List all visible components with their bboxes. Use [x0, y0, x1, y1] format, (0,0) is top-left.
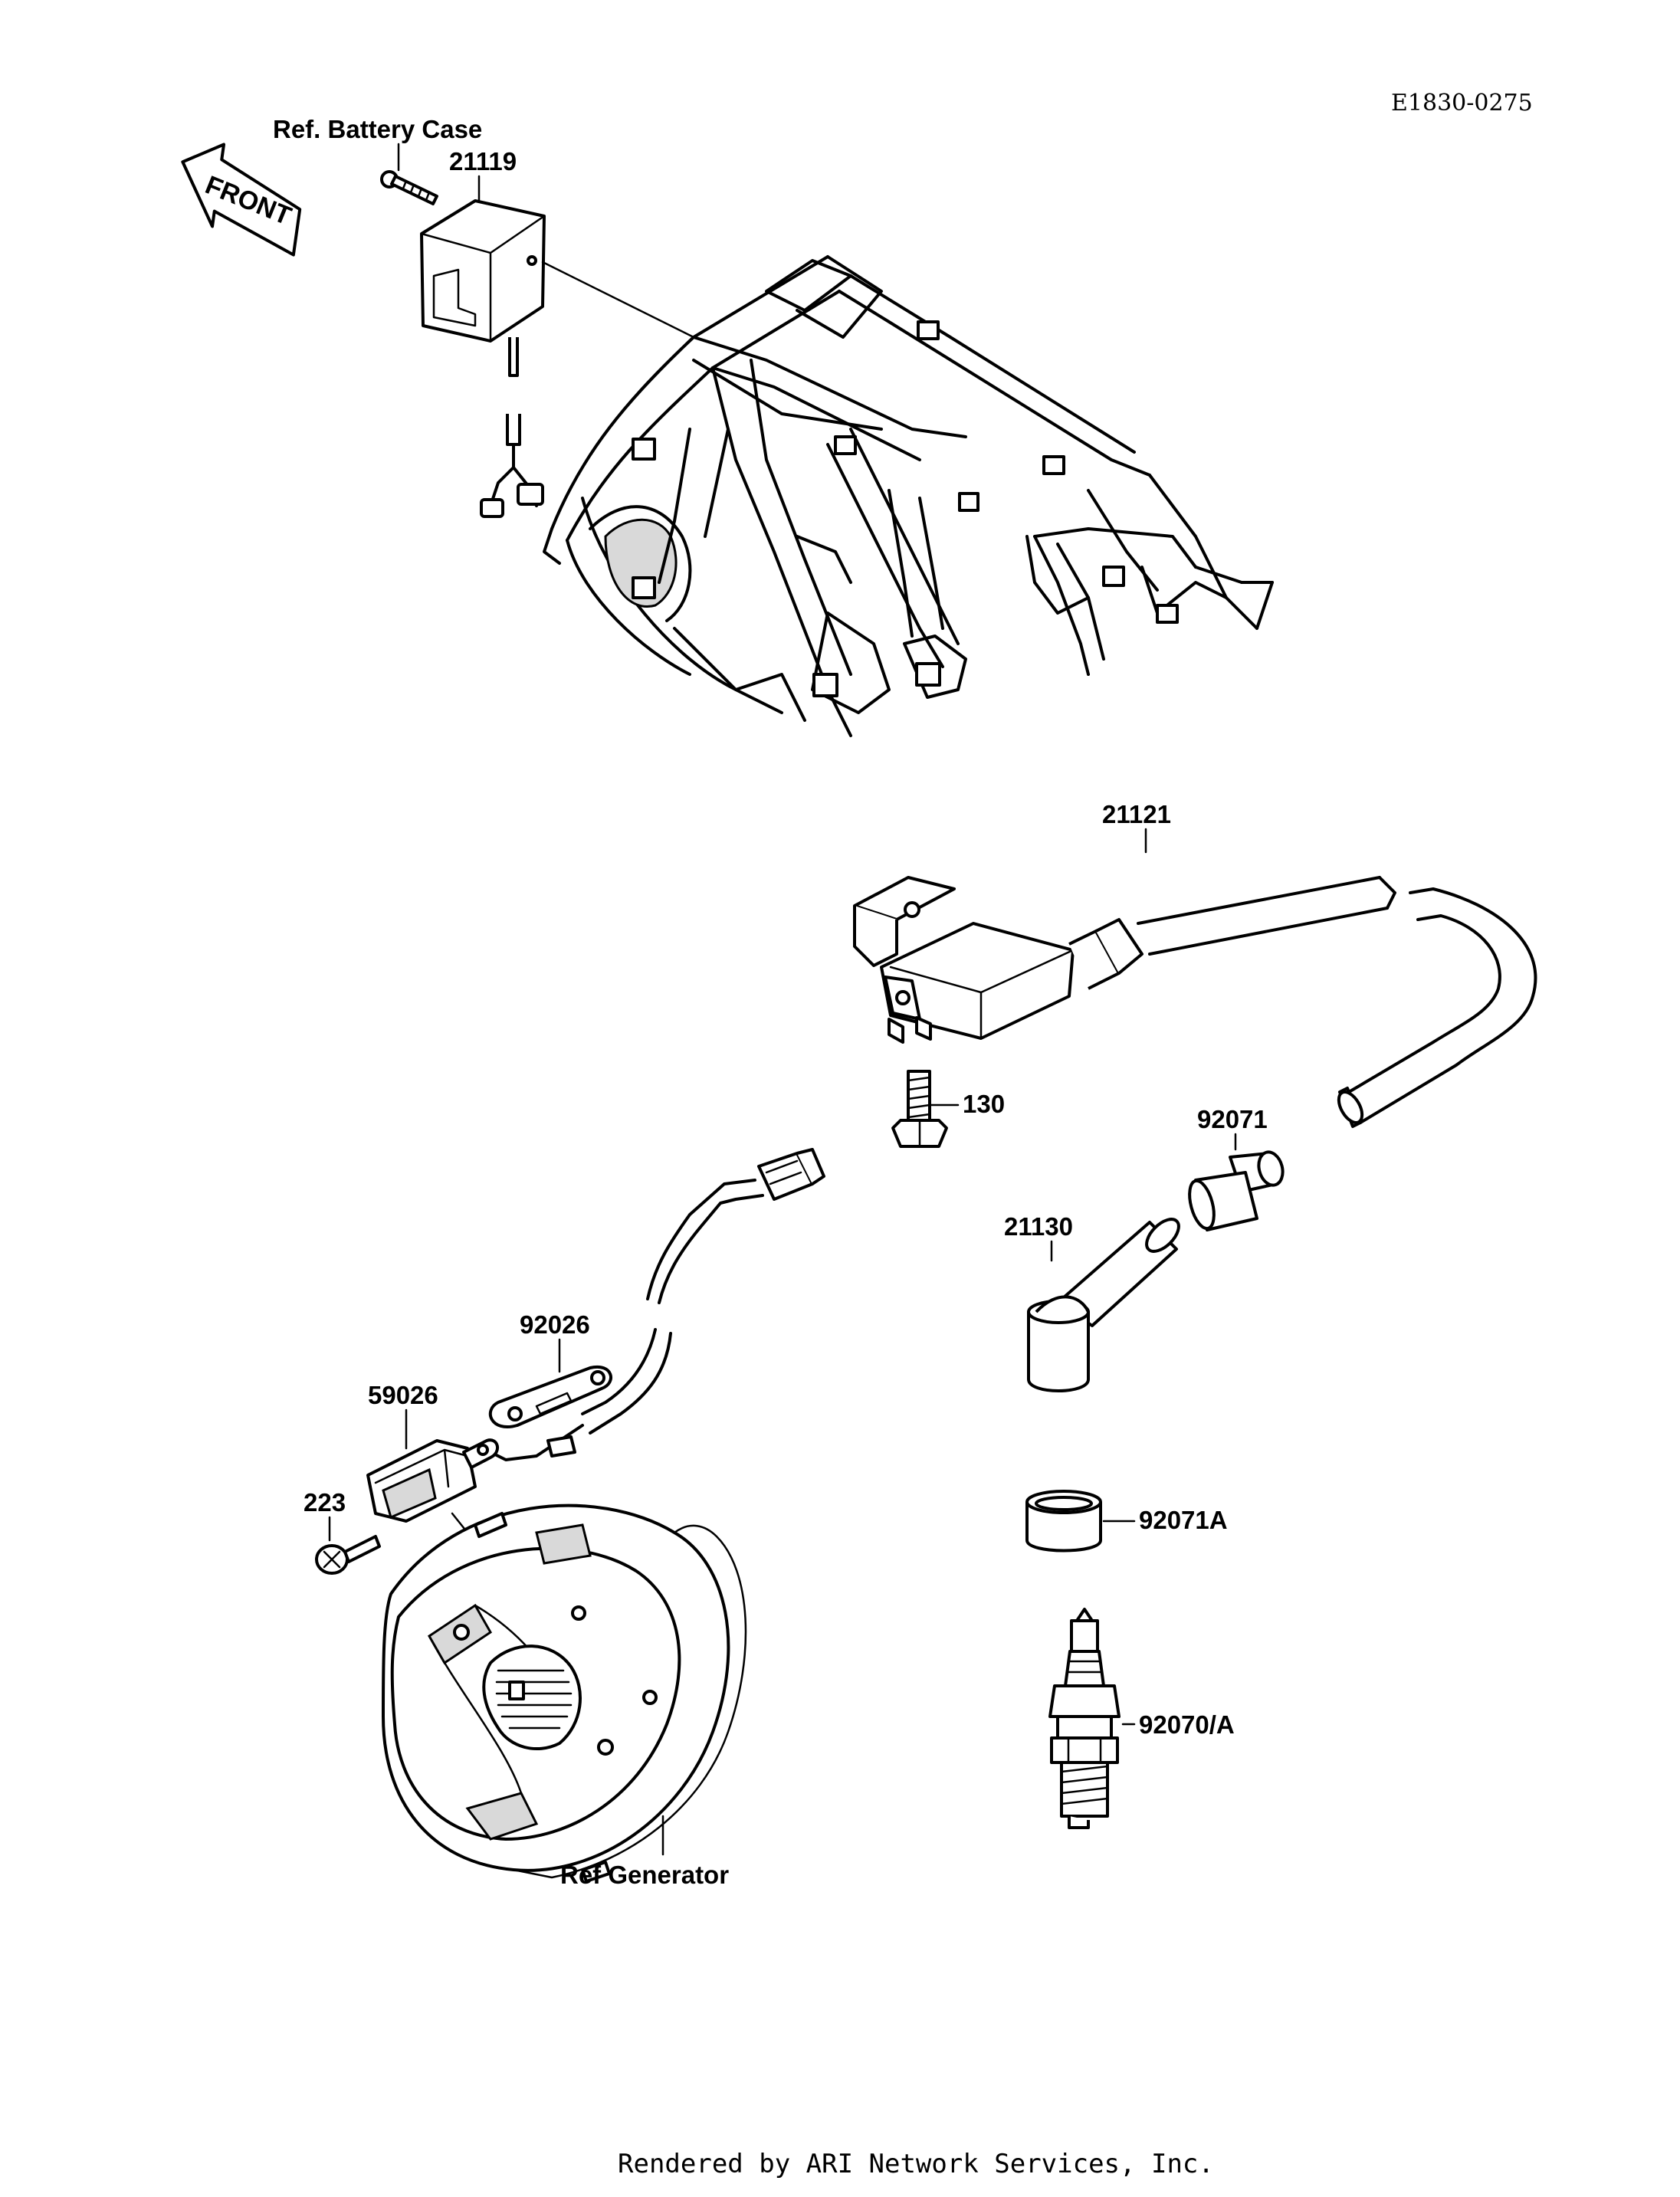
label-92070a: 92070/A: [1139, 1710, 1235, 1739]
frame-bracket-6: [812, 673, 838, 697]
label-223: 223: [304, 1488, 346, 1517]
generator-rotor: [382, 1503, 747, 1883]
frame-bracket-5: [834, 435, 857, 455]
ring-92071a: [1025, 1490, 1102, 1553]
label-92071a: 92071A: [1139, 1506, 1228, 1534]
screw-223: [315, 1535, 381, 1575]
label-59026: 59026: [368, 1381, 438, 1409]
igniter-unit-21119: [420, 199, 546, 518]
cap-92071: [1188, 1150, 1285, 1231]
frame-bracket-9: [1102, 566, 1125, 587]
frame-bracket-4: [1042, 455, 1065, 475]
frame-bracket-7: [915, 662, 941, 687]
label-21130: 21130: [1004, 1212, 1073, 1241]
label-21119: 21119: [449, 147, 517, 175]
spark-plug-92070a: [1048, 1608, 1121, 1829]
label-21121: 21121: [1102, 800, 1171, 828]
frame-bracket-3: [958, 492, 979, 512]
front-arrow-icon: FRONT: [181, 143, 302, 257]
label-130: 130: [963, 1090, 1005, 1118]
battery-case-screw: [380, 170, 438, 205]
frame-bracket-1: [632, 438, 656, 461]
pickup-coil-59026: [366, 1438, 499, 1534]
clamp-92026: [488, 1365, 612, 1428]
bolt-130: [891, 1070, 948, 1148]
label-92026: 92026: [520, 1310, 590, 1339]
ref-battery-case-label: Ref. Battery Case: [273, 115, 482, 143]
frame-bracket-10: [1156, 604, 1179, 624]
igniter-mount-line: [541, 261, 695, 339]
diagram-code: E1830-0275: [1391, 90, 1533, 116]
frame-bracket-2: [917, 320, 940, 340]
pickup-coil-harness: [481, 1148, 825, 1461]
label-92071: 92071: [1197, 1105, 1268, 1133]
plug-cap-21130: [1027, 1218, 1180, 1392]
vehicle-frame: [543, 255, 1274, 737]
footer-credit: Rendered by ARI Network Services, Inc.: [618, 2149, 1214, 2179]
ignition-coil-21121: [853, 876, 1537, 1128]
frame-bracket-8: [632, 576, 656, 599]
ref-generator-label: Ref Generator: [560, 1861, 729, 1889]
